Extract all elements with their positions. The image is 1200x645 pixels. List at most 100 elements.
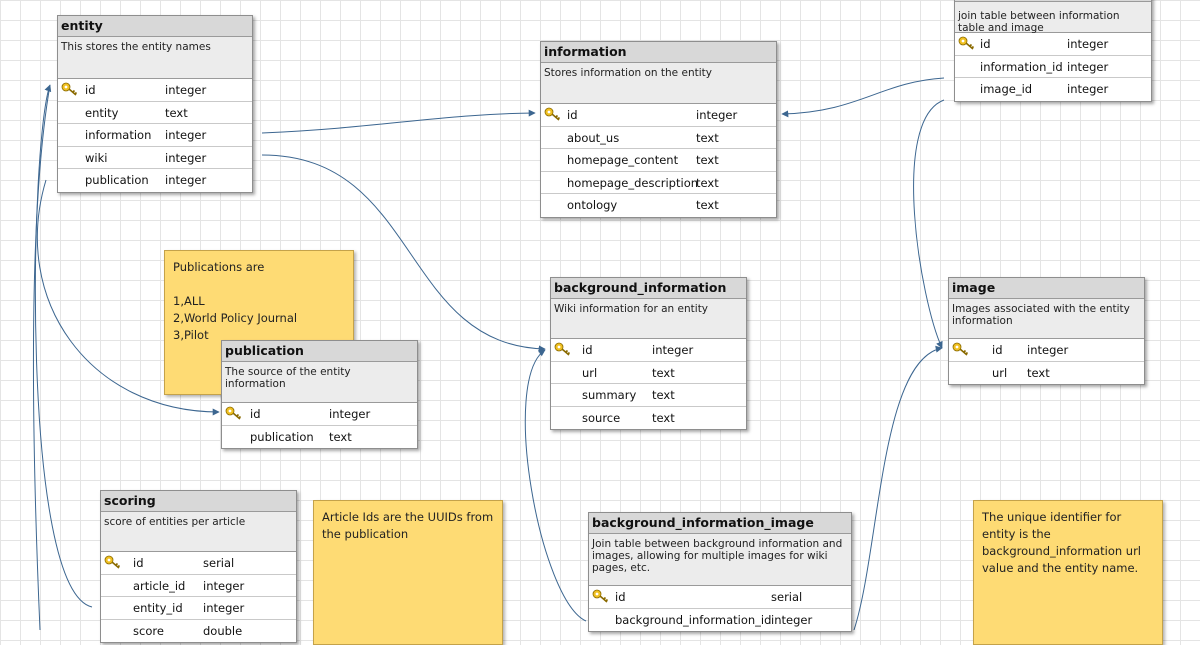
column-name: about_us	[567, 130, 620, 145]
table-entity[interactable]: entity This stores the entity names id i…	[57, 15, 253, 193]
column-type: integer	[771, 612, 813, 627]
table-title: information	[541, 42, 776, 63]
key-icon	[554, 342, 571, 356]
key-icon	[61, 82, 78, 96]
column-row: article_id integer	[101, 575, 296, 597]
column-type: text	[165, 105, 188, 120]
column-name: id	[133, 556, 144, 570]
column-name: homepage_content	[567, 153, 679, 167]
column-type: text	[1027, 365, 1050, 380]
column-name: ontology	[567, 198, 618, 212]
table-title: scoring	[101, 491, 296, 512]
column-type: text	[652, 365, 675, 380]
column-name: url	[992, 365, 1008, 380]
column-row: image_id integer	[955, 78, 1151, 101]
column-type: integer	[203, 578, 245, 593]
table-background-information-image[interactable]: background_information_image Join table …	[588, 512, 852, 632]
column-name: source	[582, 410, 621, 425]
connector-bgimg-image	[853, 345, 943, 630]
column-row: id integer	[222, 403, 417, 426]
column-row: entity text	[58, 102, 252, 124]
column-type: integer	[1027, 343, 1069, 357]
column-name: id	[582, 343, 593, 357]
table-description: Images associated with the entity inform…	[949, 299, 1144, 339]
column-row: id integer	[949, 339, 1144, 362]
column-type: double	[203, 623, 243, 638]
column-name: information	[85, 128, 152, 142]
column-row: ontology text	[541, 194, 776, 217]
columns: id serial article_id integer entity_id i…	[101, 552, 296, 642]
column-name: id	[250, 407, 261, 421]
column-row: information_id integer	[955, 56, 1151, 78]
column-name: id	[615, 590, 626, 604]
column-name: information_id	[980, 59, 1063, 74]
note-article-ids: Article Ids are the UUIDs from the publi…	[313, 500, 503, 645]
column-type: serial	[203, 556, 235, 570]
column-type: integer	[652, 343, 694, 357]
column-type: integer	[329, 407, 371, 421]
column-type: text	[696, 175, 719, 190]
table-title: image	[949, 278, 1144, 299]
column-name: article_id	[133, 578, 186, 593]
table-publication[interactable]: publication The source of the entity inf…	[221, 340, 418, 449]
key-icon	[958, 36, 975, 50]
column-row: homepage_description text	[541, 172, 776, 194]
column-row: id integer	[58, 79, 252, 102]
column-name: entity	[85, 105, 119, 120]
connector-info-image-image	[913, 99, 945, 349]
column-name: publication	[85, 173, 149, 187]
column-name: publication	[250, 429, 314, 444]
columns: id serial background_information_id inte…	[589, 586, 851, 631]
table-description: This stores the entity names	[58, 37, 252, 79]
table-scoring[interactable]: scoring score of entities per article id…	[100, 490, 297, 643]
column-row: about_us text	[541, 127, 776, 149]
table-title	[955, 0, 1151, 2]
columns: id integer entity text information integ…	[58, 79, 252, 192]
column-row: id serial	[101, 552, 296, 575]
columns: id integer information_id integer image_…	[955, 33, 1151, 101]
column-type: text	[696, 130, 719, 145]
column-type: integer	[165, 173, 207, 187]
columns: id integer url text	[949, 339, 1144, 384]
column-row: id integer	[551, 339, 746, 362]
column-row: url text	[551, 362, 746, 384]
column-type: serial	[771, 590, 803, 604]
column-row: summary text	[551, 384, 746, 407]
table-information[interactable]: information Stores information on the en…	[540, 41, 777, 218]
table-background-information[interactable]: background_information Wiki information …	[550, 277, 747, 430]
column-row: id integer	[955, 33, 1151, 56]
columns: id integer about_us text homepage_conten…	[541, 104, 776, 217]
table-title: background_information	[551, 278, 746, 299]
column-type: integer	[1067, 37, 1109, 51]
table-description: The source of the entity information	[222, 362, 417, 403]
table-description: score of entities per article	[101, 512, 296, 552]
connector-entity-information	[261, 109, 536, 134]
column-row: wiki integer	[58, 147, 252, 169]
column-name: score	[133, 623, 164, 638]
column-name: homepage_description	[567, 175, 699, 190]
column-name: url	[582, 365, 598, 380]
table-image[interactable]: image Images associated with the entity …	[948, 277, 1145, 385]
column-row: source text	[551, 407, 746, 430]
column-type: text	[329, 429, 352, 444]
column-name: background_information_id	[615, 612, 772, 627]
connector-info-image-information	[781, 77, 945, 118]
column-row: url text	[949, 362, 1144, 385]
column-type: integer	[696, 108, 738, 122]
column-name: id	[980, 37, 991, 51]
column-type: text	[652, 388, 675, 402]
table-description: join table between information table and…	[955, 2, 1151, 34]
column-type: text	[696, 153, 719, 167]
column-name: id	[992, 343, 1003, 357]
table-description: Stores information on the entity	[541, 63, 776, 104]
columns: id integer url text summary text source …	[551, 339, 746, 429]
table-description: Wiki information for an entity	[551, 299, 746, 339]
column-row: publication text	[222, 426, 417, 449]
column-name: summary	[582, 388, 637, 402]
column-type: integer	[1067, 59, 1109, 74]
column-type: integer	[203, 601, 245, 615]
column-type: text	[652, 410, 675, 425]
column-row: id serial	[589, 586, 851, 609]
key-icon	[104, 555, 121, 569]
table-information-image[interactable]: join table between information table and…	[954, 0, 1152, 102]
